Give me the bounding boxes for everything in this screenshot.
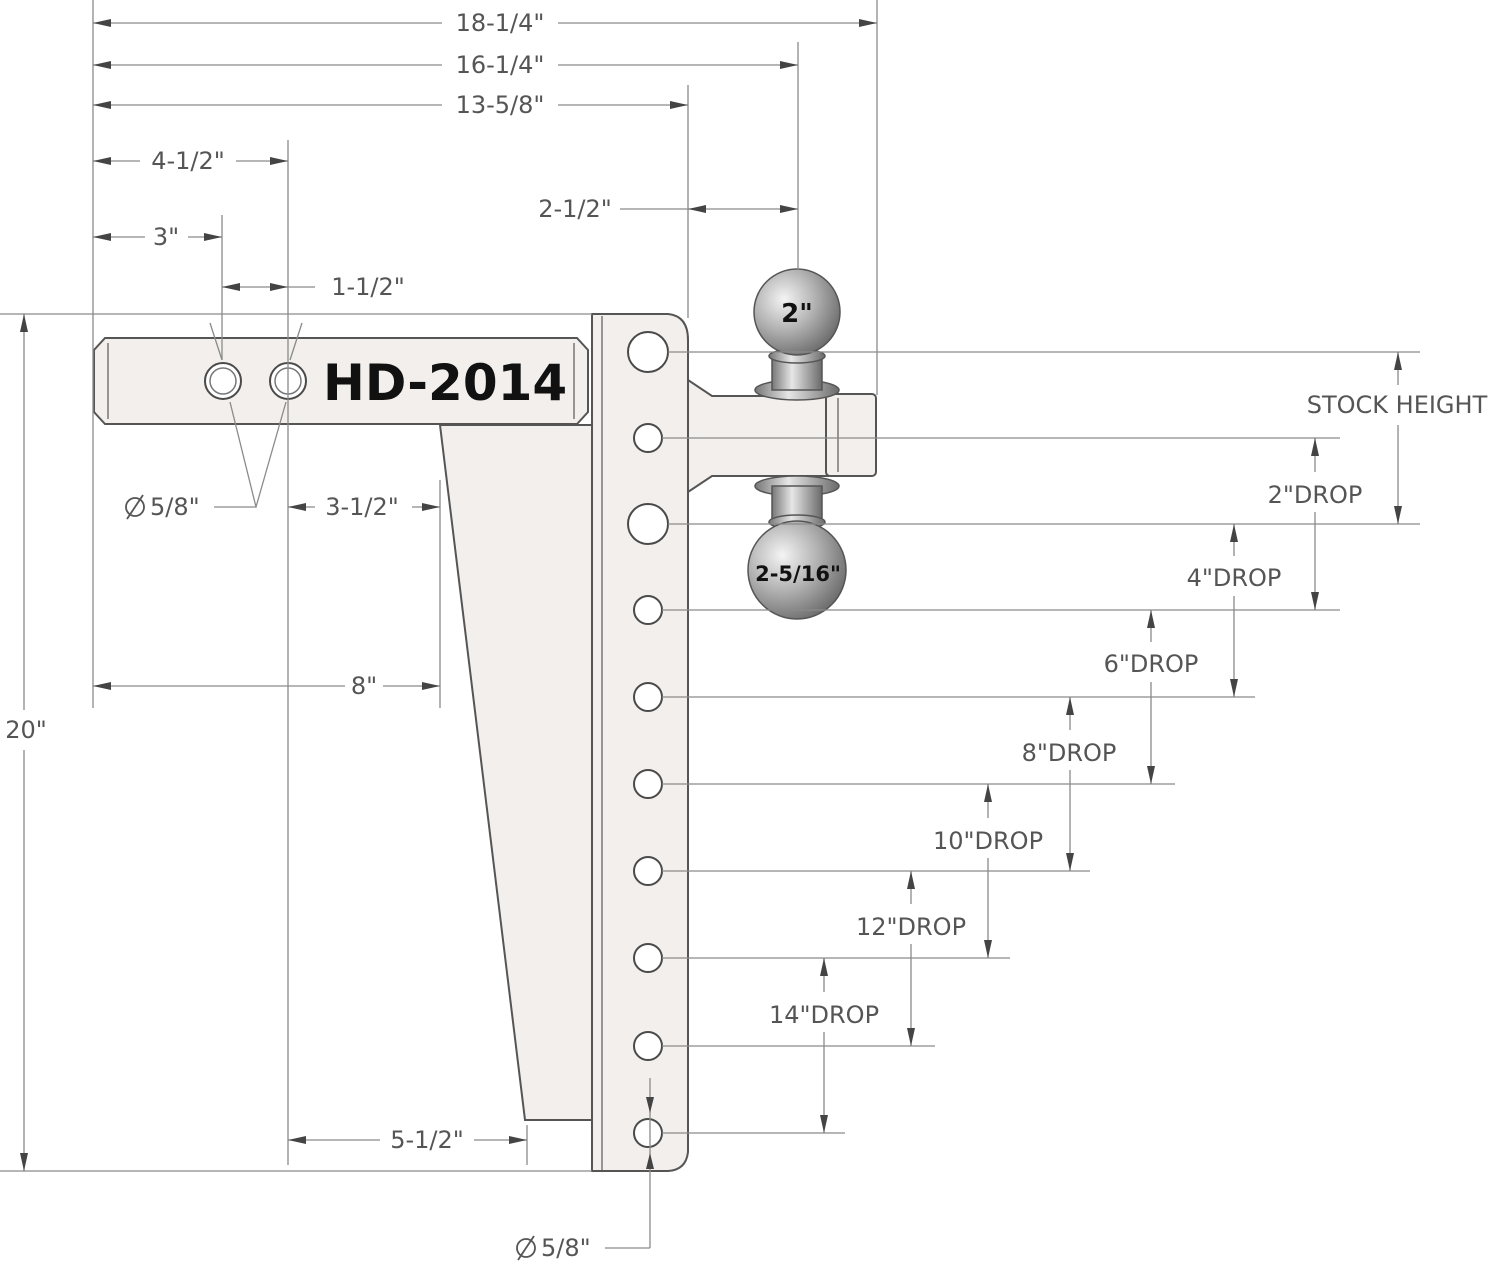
diameter-icon xyxy=(516,1235,536,1261)
dim-gusset-bottom: 5-1/2" xyxy=(390,1126,464,1154)
top-ball-label: 2" xyxy=(781,299,813,329)
bottom-ball-label: 2-5/16" xyxy=(755,562,841,586)
dim-to-ball-center: 16-1/4" xyxy=(456,51,545,79)
shank-hole-diameter: 5/8" xyxy=(125,493,200,521)
ball-mount-block xyxy=(825,393,877,477)
label-drop-2: 2"DROP xyxy=(1268,481,1363,509)
dim-hole1: 3" xyxy=(153,223,179,251)
label-drop-14: 14"DROP xyxy=(769,1001,879,1029)
dim-to-riser: 13-5/8" xyxy=(456,91,545,119)
riser-holes xyxy=(627,331,669,1148)
gusset xyxy=(438,424,593,1121)
arrowheads xyxy=(20,19,1402,1171)
top-ball: 2" xyxy=(753,268,841,401)
dim-shank-length: 8" xyxy=(351,672,377,700)
dim-height: 20" xyxy=(5,716,47,744)
label-drop-6: 6"DROP xyxy=(1104,650,1199,678)
dimension-lines xyxy=(0,0,1420,1249)
dim-riser-hole-dia: 5/8" xyxy=(541,1234,591,1262)
label-drop-12: 12"DROP xyxy=(856,913,966,941)
label-drop-10: 10"DROP xyxy=(933,827,1043,855)
dim-riser-to-ball: 2-1/2" xyxy=(538,195,612,223)
label-stock-height: STOCK HEIGHT xyxy=(1307,391,1488,419)
dimension-labels: 18-1/4" 16-1/4" 13-5/8" 4-1/2" 3" 1-1/2"… xyxy=(5,9,1487,1262)
diameter-icon xyxy=(125,494,145,520)
dim-overall: 18-1/4" xyxy=(456,9,545,37)
bottom-ball: 2-5/16" xyxy=(747,475,847,620)
shank xyxy=(93,337,589,425)
dim-gusset-top: 3-1/2" xyxy=(325,493,399,521)
dim-hole2: 4-1/2" xyxy=(151,147,225,175)
model-label: HD-2014 xyxy=(323,354,567,412)
hitch-part: 2" 2-5/16" HD-2014 xyxy=(93,268,877,1172)
label-drop-4: 4"DROP xyxy=(1187,564,1282,592)
riser-hole-diameter: 5/8" xyxy=(516,1234,591,1262)
label-drop-8: 8"DROP xyxy=(1022,739,1117,767)
dim-hole-spacing: 1-1/2" xyxy=(331,273,405,301)
dim-shank-hole-dia: 5/8" xyxy=(150,493,200,521)
